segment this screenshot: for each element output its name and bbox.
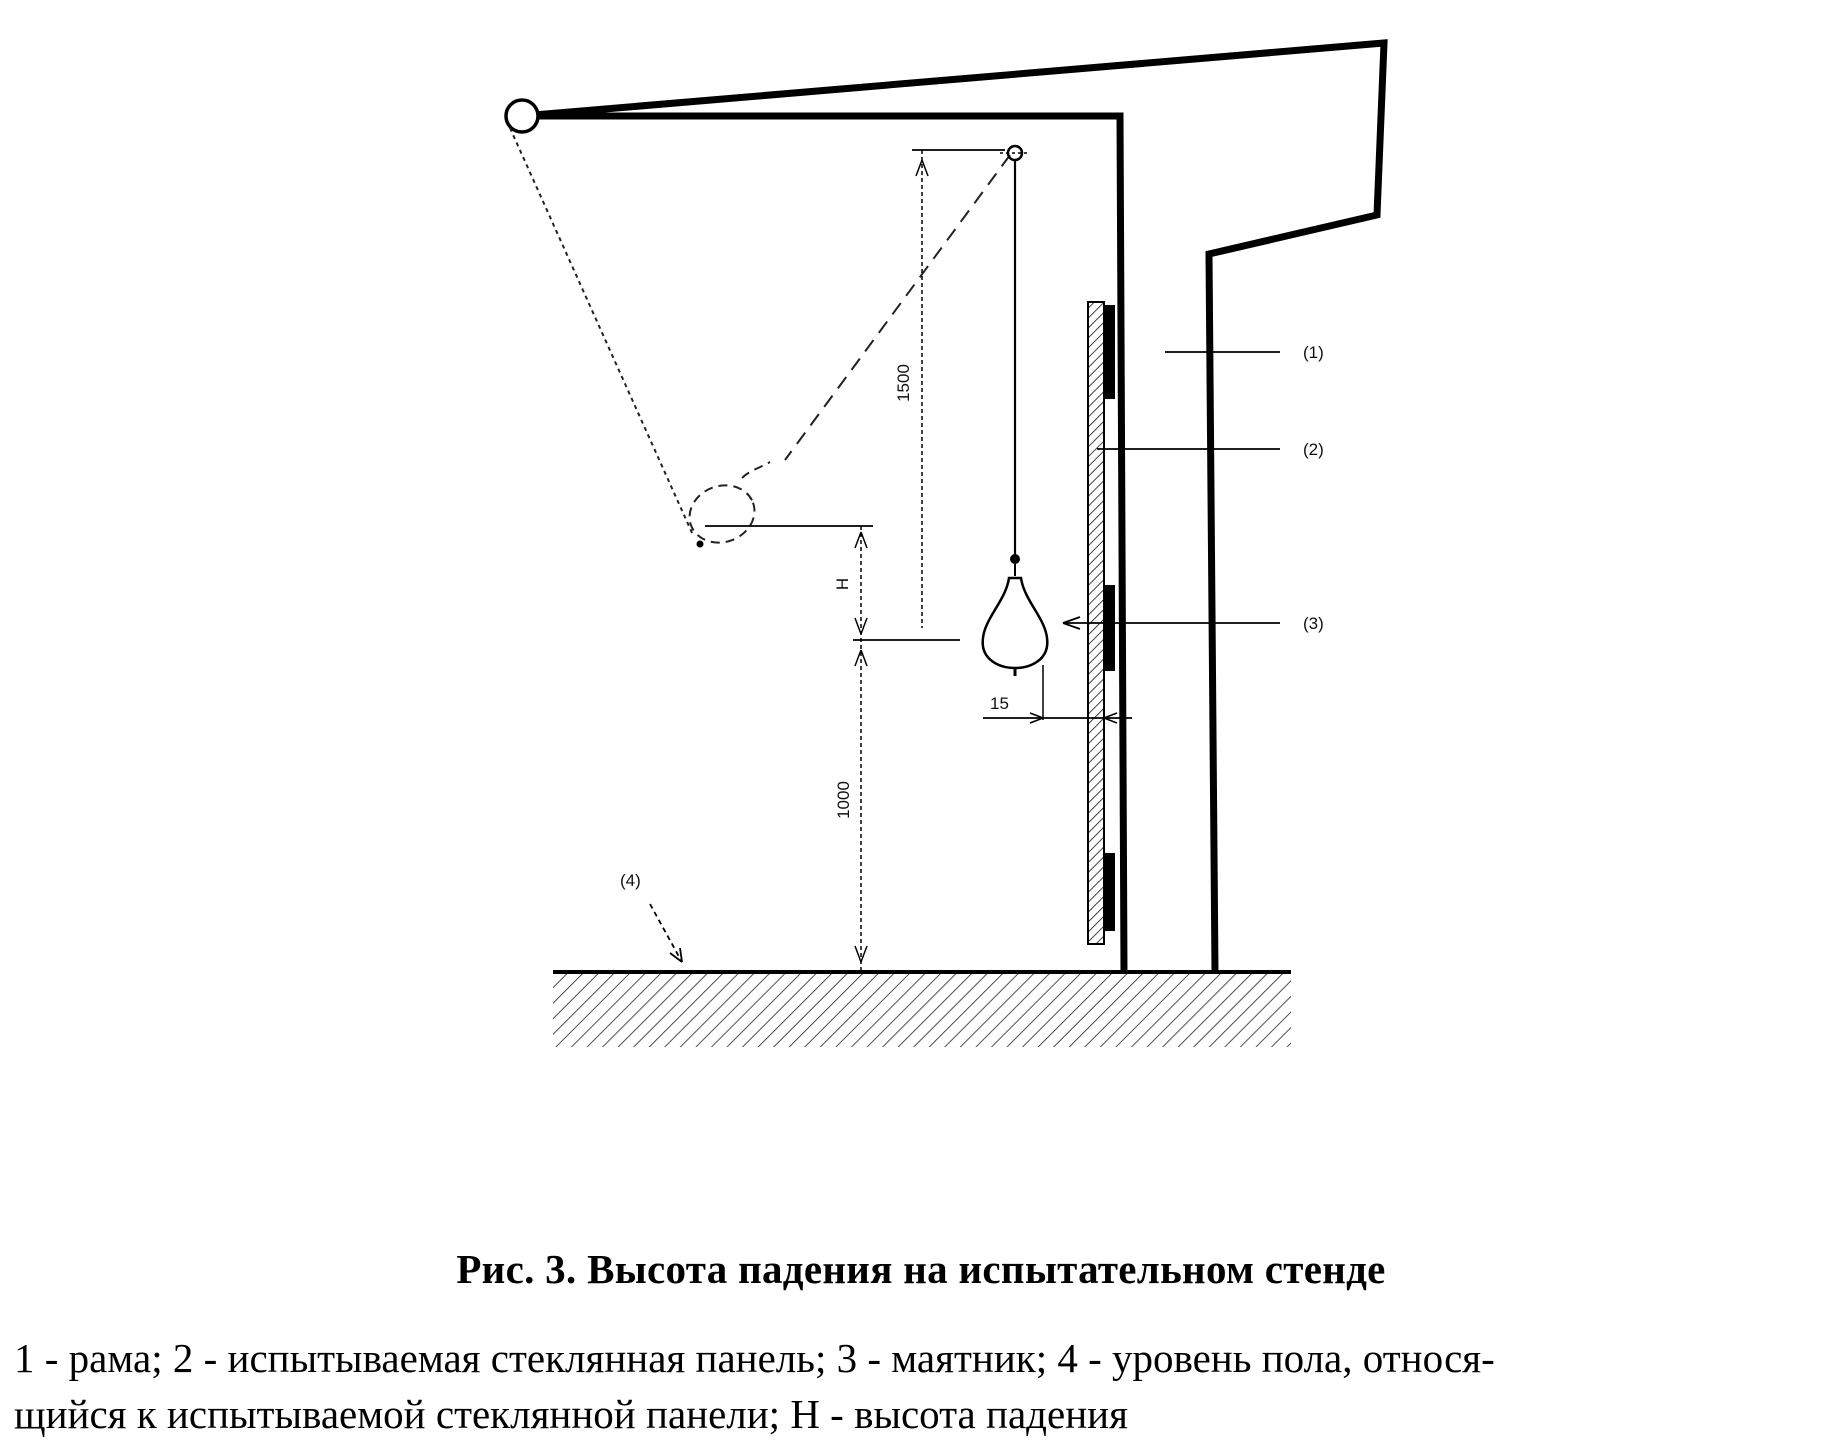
label-floor: (4) bbox=[620, 871, 641, 890]
label-panel: (2) bbox=[1303, 440, 1324, 459]
dim-h bbox=[705, 525, 960, 970]
floor-leader bbox=[649, 903, 683, 963]
pivot-circle bbox=[504, 98, 540, 134]
released-pendulum bbox=[688, 461, 771, 544]
frame bbox=[521, 39, 1388, 973]
dim-15 bbox=[983, 665, 1132, 724]
clamps bbox=[1104, 305, 1115, 931]
dim-1000 bbox=[854, 649, 868, 963]
test-rig-diagram: 1500 H 1000 15 bbox=[504, 39, 1388, 1047]
pendulum-pivot bbox=[1000, 144, 1030, 162]
swing-line bbox=[784, 154, 1011, 461]
figure-caption: Рис. 3. Высота падения на испытательном … bbox=[456, 1246, 1386, 1292]
released-pendulum-hook bbox=[696, 540, 704, 548]
label-frame: (1) bbox=[1303, 343, 1324, 362]
label-pendulum: (3) bbox=[1303, 614, 1324, 633]
leader-lines bbox=[1062, 351, 1280, 630]
pendulum-bag bbox=[981, 554, 1049, 676]
dim-h-label: H bbox=[833, 578, 852, 590]
floor bbox=[553, 970, 1291, 1047]
dim-15-label: 15 bbox=[990, 694, 1009, 713]
figure-legend: 1 - рама; 2 - испытываемая стеклянная па… bbox=[14, 1330, 1829, 1442]
dim-1000-label: 1000 bbox=[834, 781, 853, 819]
dim-1500 bbox=[912, 149, 1005, 628]
dim-1500-label: 1500 bbox=[894, 364, 913, 402]
legend-line-2: щийся к испытываемой стеклянной панели; … bbox=[14, 1391, 1128, 1437]
release-rope bbox=[509, 127, 694, 536]
legend-line-1: 1 - рама; 2 - испытываемая стеклянная па… bbox=[14, 1335, 1495, 1381]
